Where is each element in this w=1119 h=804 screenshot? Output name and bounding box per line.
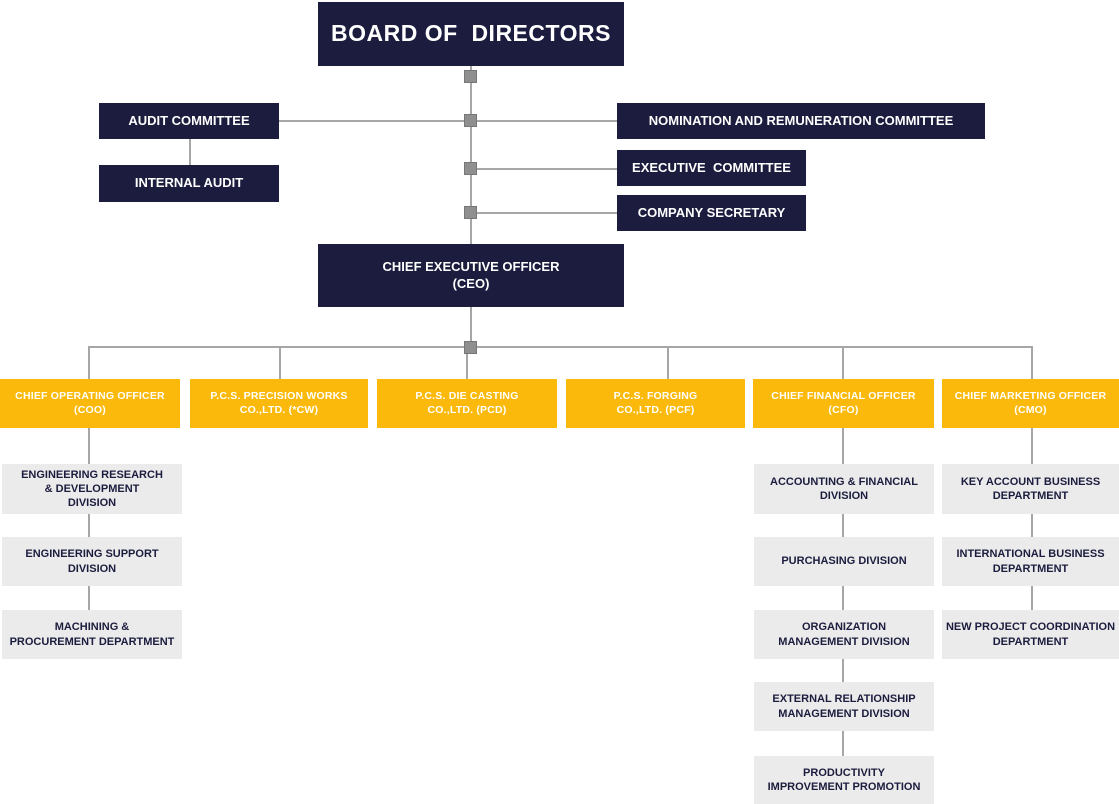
drop-line [667,346,669,379]
cmo-abbreviation: (CMO) [1014,403,1047,416]
coo-title: CHIEF OPERATING OFFICER [15,389,165,402]
junction-node [464,206,477,219]
cfo-unit-external-relationship: EXTERNAL RELATIONSHIP MANAGEMENT DIVISIO… [754,682,934,731]
cfo-units-line [842,428,844,758]
nomination-committee-box: NOMINATION AND REMUNERATION COMMITTEE [617,103,985,139]
die-casting-company: CO.,LTD. (PCD) [427,403,507,416]
secretary-branch-line [471,212,617,214]
unit-label: NEW PROJECT COORDINATION DEPARTMENT [945,621,1116,648]
precision-works-box: P.C.S. PRECISION WORKS CO.,LTD. (*CW) [190,379,368,428]
junction-node [464,114,477,127]
forging-name: P.C.S. FORGING [613,389,698,402]
audit-committee-label: AUDIT COMMITTEE [128,112,250,128]
unit-label: PURCHASING DIVISION [781,555,907,568]
coo-abbreviation: (COO) [74,403,106,416]
board-title: BOARD OF DIRECTORS [331,20,611,47]
internal-audit-label: INTERNAL AUDIT [134,175,244,191]
unit-label: ORGANIZATION MANAGEMENT DIVISION [778,621,910,648]
cfo-abbreviation: (CFO) [828,403,859,416]
cfo-unit-accounting: ACCOUNTING & FINANCIAL DIVISION [754,464,934,514]
company-secretary-box: COMPANY SECRETARY [617,195,806,231]
executive-bus-line [88,346,1033,348]
cfo-title: CHIEF FINANCIAL OFFICER [771,389,916,402]
precision-works-company: CO.,LTD. (*CW) [239,403,319,416]
cmo-box: CHIEF MARKETING OFFICER (CMO) [942,379,1119,428]
unit-label: KEY ACCOUNT BUSINESS DEPARTMENT [960,475,1101,502]
precision-works-name: P.C.S. PRECISION WORKS [210,389,348,402]
junction-node [464,162,477,175]
coo-unit-engineering-rnd: ENGINEERING RESEARCH & DEVELOPMENT DIVIS… [2,464,182,514]
executive-committee-box: EXECUTIVE COMMITTEE [617,150,806,186]
coo-box: CHIEF OPERATING OFFICER (COO) [0,379,180,428]
unit-label: ENGINEERING SUPPORT DIVISION [25,548,159,575]
unit-label: ACCOUNTING & FINANCIAL DIVISION [770,475,918,502]
coo-unit-machining-procurement: MACHINING & PROCUREMENT DEPARTMENT [2,610,182,659]
coo-units-line [88,428,90,610]
audit-link-line [189,139,191,165]
cfo-unit-productivity: PRODUCTIVITY IMPROVEMENT PROMOTION [754,756,934,804]
cmo-title: CHIEF MARKETING OFFICER [954,389,1107,402]
drop-line [279,346,281,379]
forging-company: CO.,LTD. (PCF) [616,403,695,416]
committee-branch-line [279,120,617,122]
cmo-units-line [1031,428,1033,610]
ceo-box: CHIEF EXECUTIVE OFFICER (CEO) [318,244,624,307]
drop-line [842,346,844,379]
forging-box: P.C.S. FORGING CO.,LTD. (PCF) [566,379,745,428]
cfo-unit-purchasing: PURCHASING DIVISION [754,537,934,586]
coo-unit-engineering-support: ENGINEERING SUPPORT DIVISION [2,537,182,586]
junction-node [464,70,477,83]
internal-audit-box: INTERNAL AUDIT [99,165,279,202]
main-trunk-line [470,66,472,244]
company-secretary-label: COMPANY SECRETARY [637,204,786,220]
audit-committee-box: AUDIT COMMITTEE [99,103,279,139]
executive-branch-line [471,168,617,170]
ceo-abbreviation: (CEO) [452,275,490,291]
drop-line [88,346,90,379]
drop-line [1031,346,1033,379]
unit-label: ENGINEERING RESEARCH & DEVELOPMENT DIVIS… [21,468,163,510]
die-casting-box: P.C.S. DIE CASTING CO.,LTD. (PCD) [377,379,557,428]
board-of-directors-box: BOARD OF DIRECTORS [318,2,624,66]
cmo-unit-new-project: NEW PROJECT COORDINATION DEPARTMENT [942,610,1119,659]
unit-label: PRODUCTIVITY IMPROVEMENT PROMOTION [767,766,921,793]
cmo-unit-international: INTERNATIONAL BUSINESS DEPARTMENT [942,537,1119,586]
die-casting-name: P.C.S. DIE CASTING [415,389,519,402]
unit-label: EXTERNAL RELATIONSHIP MANAGEMENT DIVISIO… [772,693,916,720]
cfo-unit-organization: ORGANIZATION MANAGEMENT DIVISION [754,610,934,659]
ceo-title: CHIEF EXECUTIVE OFFICER [382,258,560,274]
ceo-trunk-line [470,307,472,347]
junction-node [464,341,477,354]
drop-line [466,346,468,379]
cfo-box: CHIEF FINANCIAL OFFICER (CFO) [753,379,934,428]
unit-label: MACHINING & PROCUREMENT DEPARTMENT [9,621,175,648]
unit-label: INTERNATIONAL BUSINESS DEPARTMENT [956,548,1105,575]
cmo-unit-key-account: KEY ACCOUNT BUSINESS DEPARTMENT [942,464,1119,514]
executive-committee-label: EXECUTIVE COMMITTEE [632,159,791,175]
nomination-committee-label: NOMINATION AND REMUNERATION COMMITTEE [648,112,954,128]
